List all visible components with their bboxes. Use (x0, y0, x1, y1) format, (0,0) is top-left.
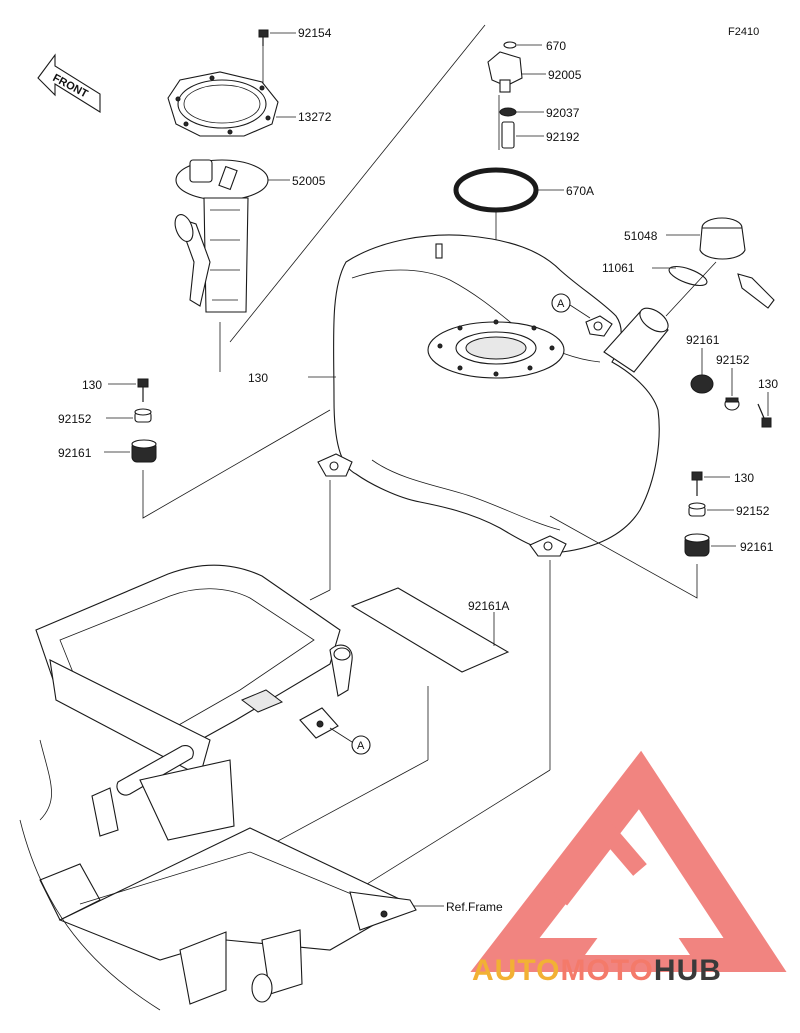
marker-a-tank: A (551, 293, 591, 319)
clip-92037 (499, 107, 517, 117)
front-arrow-icon: FRONT (37, 53, 101, 113)
callout-92161a: 92161A (468, 599, 509, 613)
oring-670 (503, 41, 517, 49)
callout-130-a: 130 (758, 377, 778, 391)
callout-92037: 92037 (546, 106, 580, 120)
gasket-11061 (668, 265, 708, 287)
collar-92152-right (688, 502, 706, 517)
callout-92192: 92192 (546, 130, 580, 144)
bolt-130-right-upper (757, 403, 772, 428)
bolt-130-left (137, 378, 149, 402)
callout-52005: 52005 (292, 174, 326, 188)
collar-92152-right-upper (724, 397, 740, 411)
callout-11061: 11061 (602, 261, 635, 275)
callout-92152-a: 92152 (716, 353, 750, 367)
callout-130-left: 130 (82, 378, 102, 392)
sensor-92005 (487, 51, 523, 93)
watermark-moto: MOTO (560, 954, 653, 987)
figure-code: F2410 (728, 26, 759, 38)
callout-51004a: 130 (248, 371, 268, 385)
callout-92005: 92005 (548, 68, 582, 82)
callout-130-right: 130 (734, 471, 754, 485)
watermark-auto: AUTO (472, 954, 560, 987)
callout-51048: 51048 (624, 229, 658, 243)
bolt-130-right (691, 471, 703, 496)
callout-670a: 670A (566, 184, 594, 198)
fuel-tank-51004 (317, 234, 669, 557)
watermark-text: AUTOMOTOHUB (472, 954, 722, 987)
callout-92152-right: 92152 (736, 504, 770, 518)
plate-13272 (167, 71, 279, 137)
grommet-92161-right-upper (690, 374, 714, 394)
watermark-logo (470, 750, 787, 972)
watermark-hub: HUB (654, 954, 722, 987)
collar-92152-left (134, 408, 152, 423)
ref-frame-label: Ref.Frame (446, 900, 503, 914)
fuel-pump-52005 (174, 159, 269, 313)
callout-13272: 13272 (298, 110, 332, 124)
marker-a-frame: A (329, 727, 371, 755)
grommet-92161-right (684, 533, 710, 557)
frame (19, 564, 417, 1011)
callout-92161-a: 92161 (686, 333, 720, 347)
bolt-92154 (258, 29, 269, 46)
pad-92161a (350, 587, 510, 673)
callout-92161-left: 92161 (58, 446, 92, 460)
marker-a-tank-label: A (557, 298, 565, 310)
sleeve-92192 (501, 121, 515, 149)
callout-670: 670 (546, 39, 566, 53)
fuel-cap-51048 (699, 217, 775, 309)
marker-a-frame-label: A (357, 740, 365, 752)
callout-92161-right: 92161 (740, 540, 774, 554)
grommet-92161-left (131, 439, 157, 463)
callout-92154: 92154 (298, 26, 332, 40)
callout-92152-left: 92152 (58, 412, 92, 426)
gasket-670a (453, 167, 539, 213)
